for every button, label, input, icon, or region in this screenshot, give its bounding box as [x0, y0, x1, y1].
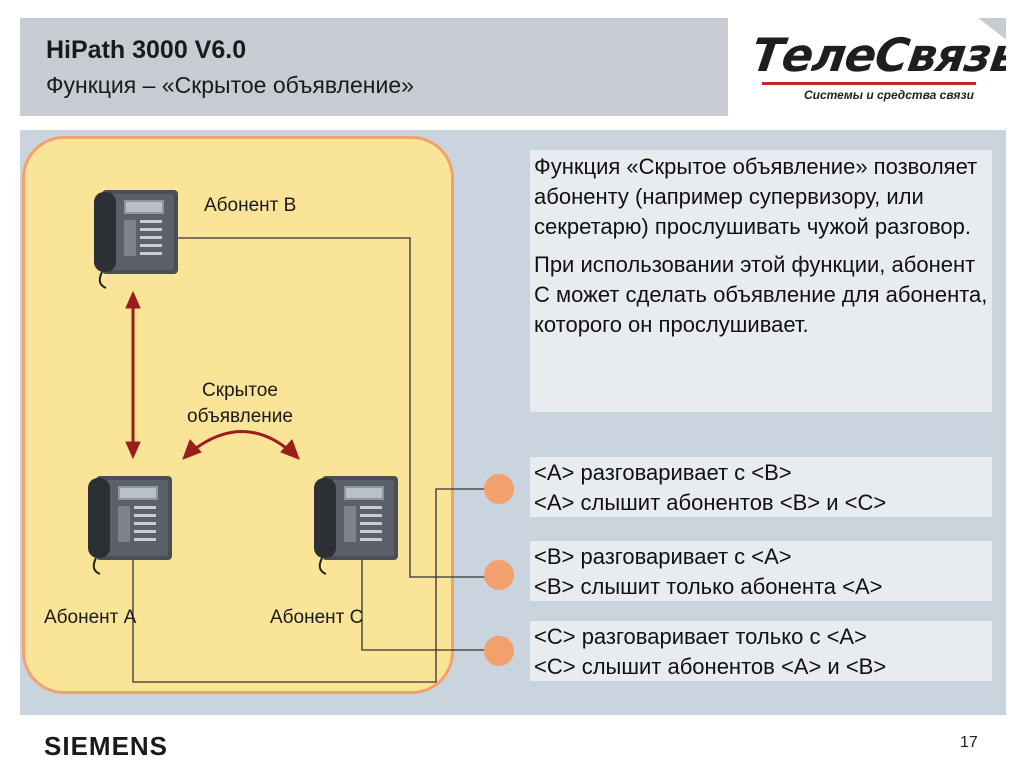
- description-para-1: Функция «Скрытое объявление» позволяет а…: [534, 154, 978, 239]
- line-c: [361, 552, 488, 651]
- header-bar: HiPath 3000 V6.0 Функция – «Скрытое объя…: [20, 18, 1006, 116]
- state-b-line-2: <B> слышит только абонента <A>: [534, 574, 883, 599]
- slide-title: HiPath 3000 V6.0: [46, 36, 247, 64]
- line-a: [132, 488, 488, 683]
- description-box: Функция «Скрытое объявление» позволяет а…: [530, 150, 992, 412]
- state-marker-a: [484, 474, 514, 504]
- state-box-a: <A> разговаривает с <B> <A> слышит абоне…: [530, 457, 992, 517]
- description-para-2: При использовании этой функции, абонент …: [534, 252, 988, 337]
- logo: ТелеСвязь Системы и средства связи: [728, 18, 1006, 116]
- label-hidden-announcement: Скрытое объявление: [187, 380, 293, 427]
- double-arrow-icon: [125, 290, 141, 460]
- phone-a-icon: [88, 476, 172, 575]
- state-a-line-1: <A> разговаривает с <B>: [534, 460, 792, 485]
- label-subscriber-c: Абонент C: [270, 607, 364, 628]
- state-c-line-2: <C> слышит абонентов <A> и <B>: [534, 654, 887, 679]
- state-b-line-1: <B> разговаривает с <A>: [534, 544, 792, 569]
- state-c-line-1: <C> разговаривает только с <A>: [534, 624, 867, 649]
- slide-subtitle: Функция – «Скрытое объявление»: [46, 72, 414, 98]
- line-b: [178, 237, 488, 578]
- page-number: 17: [960, 734, 978, 751]
- siemens-logo: SIEMENS: [44, 731, 169, 761]
- label-subscriber-a: Абонент A: [44, 607, 137, 628]
- state-box-c: <C> разговаривает только с <A> <C> слыши…: [530, 621, 992, 681]
- phone-c-icon: [314, 476, 398, 575]
- label-subscriber-b: Абонент B: [204, 195, 297, 216]
- state-marker-b: [484, 560, 514, 590]
- phone-b-icon: [94, 190, 178, 289]
- logo-underline: [762, 82, 976, 85]
- state-a-line-2: <A> слышит абонентов <B> и <C>: [534, 490, 887, 515]
- state-marker-c: [484, 636, 514, 666]
- curved-arrow-icon: [182, 430, 300, 460]
- logo-tagline: Системы и средства связи: [804, 88, 974, 102]
- state-box-b: <B> разговаривает с <A> <B> слышит тольк…: [530, 541, 992, 601]
